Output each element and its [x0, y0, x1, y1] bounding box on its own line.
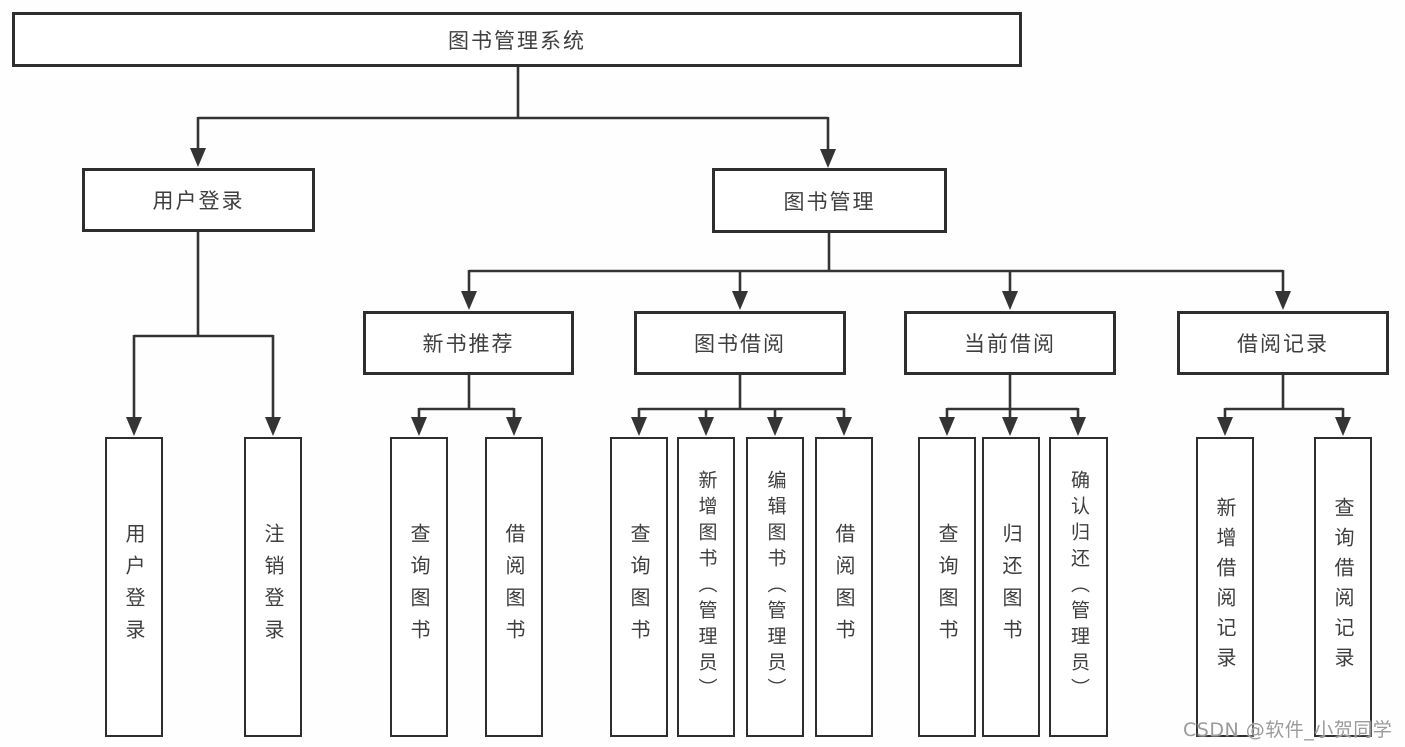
leaf-confirm-return-admin: 确认归还（管理员）	[1049, 437, 1108, 737]
leaf-borrow-book-label: 借阅图书	[832, 523, 856, 651]
leaf-query-book-current-label: 查询图书	[935, 523, 959, 651]
leaf-user-login: 用户登录	[105, 437, 163, 737]
leaf-borrow-book-recommend-label: 借阅图书	[502, 523, 526, 651]
leaf-user-login-label: 用户登录	[122, 523, 146, 651]
leaf-query-book-recommend: 查询图书	[390, 437, 448, 737]
leaf-return-book: 归还图书	[982, 437, 1040, 737]
node-book-borrow: 图书借阅	[634, 311, 846, 375]
leaf-add-borrow-record: 新增借阅记录	[1196, 437, 1254, 737]
leaf-add-book-admin: 新增图书（管理员）	[677, 437, 735, 737]
leaf-query-book-borrow: 查询图书	[610, 437, 668, 737]
node-current-borrow: 当前借阅	[904, 311, 1116, 375]
leaf-query-book-recommend-label: 查询图书	[407, 523, 431, 651]
leaf-edit-book-admin: 编辑图书（管理员）	[746, 437, 804, 737]
leaf-add-borrow-record-label: 新增借阅记录	[1213, 497, 1237, 677]
leaf-query-borrow-record-label: 查询借阅记录	[1331, 497, 1355, 677]
leaf-logout-label: 注销登录	[261, 523, 285, 651]
leaf-confirm-return-admin-label: 确认归还（管理员）	[1068, 470, 1090, 704]
leaf-add-book-admin-label: 新增图书（管理员）	[695, 470, 718, 704]
leaf-query-book-borrow-label: 查询图书	[627, 523, 651, 651]
arrowhead-group	[126, 148, 1351, 436]
leaf-borrow-book: 借阅图书	[815, 437, 873, 737]
leaf-query-borrow-record: 查询借阅记录	[1314, 437, 1372, 737]
leaf-query-book-current: 查询图书	[918, 437, 976, 737]
leaf-return-book-label: 归还图书	[999, 523, 1023, 651]
leaf-logout: 注销登录	[244, 437, 302, 737]
node-user-login: 用户登录	[82, 168, 315, 232]
node-borrow-records: 借阅记录	[1177, 311, 1389, 375]
node-library-management-system: 图书管理系统	[12, 12, 1022, 67]
node-book-management: 图书管理	[712, 168, 947, 233]
node-new-book-recommend: 新书推荐	[363, 311, 574, 375]
leaf-borrow-book-recommend: 借阅图书	[485, 437, 543, 737]
csdn-watermark: CSDN @软件_小贺同学	[1183, 719, 1393, 741]
leaf-edit-book-admin-label: 编辑图书（管理员）	[764, 470, 787, 704]
